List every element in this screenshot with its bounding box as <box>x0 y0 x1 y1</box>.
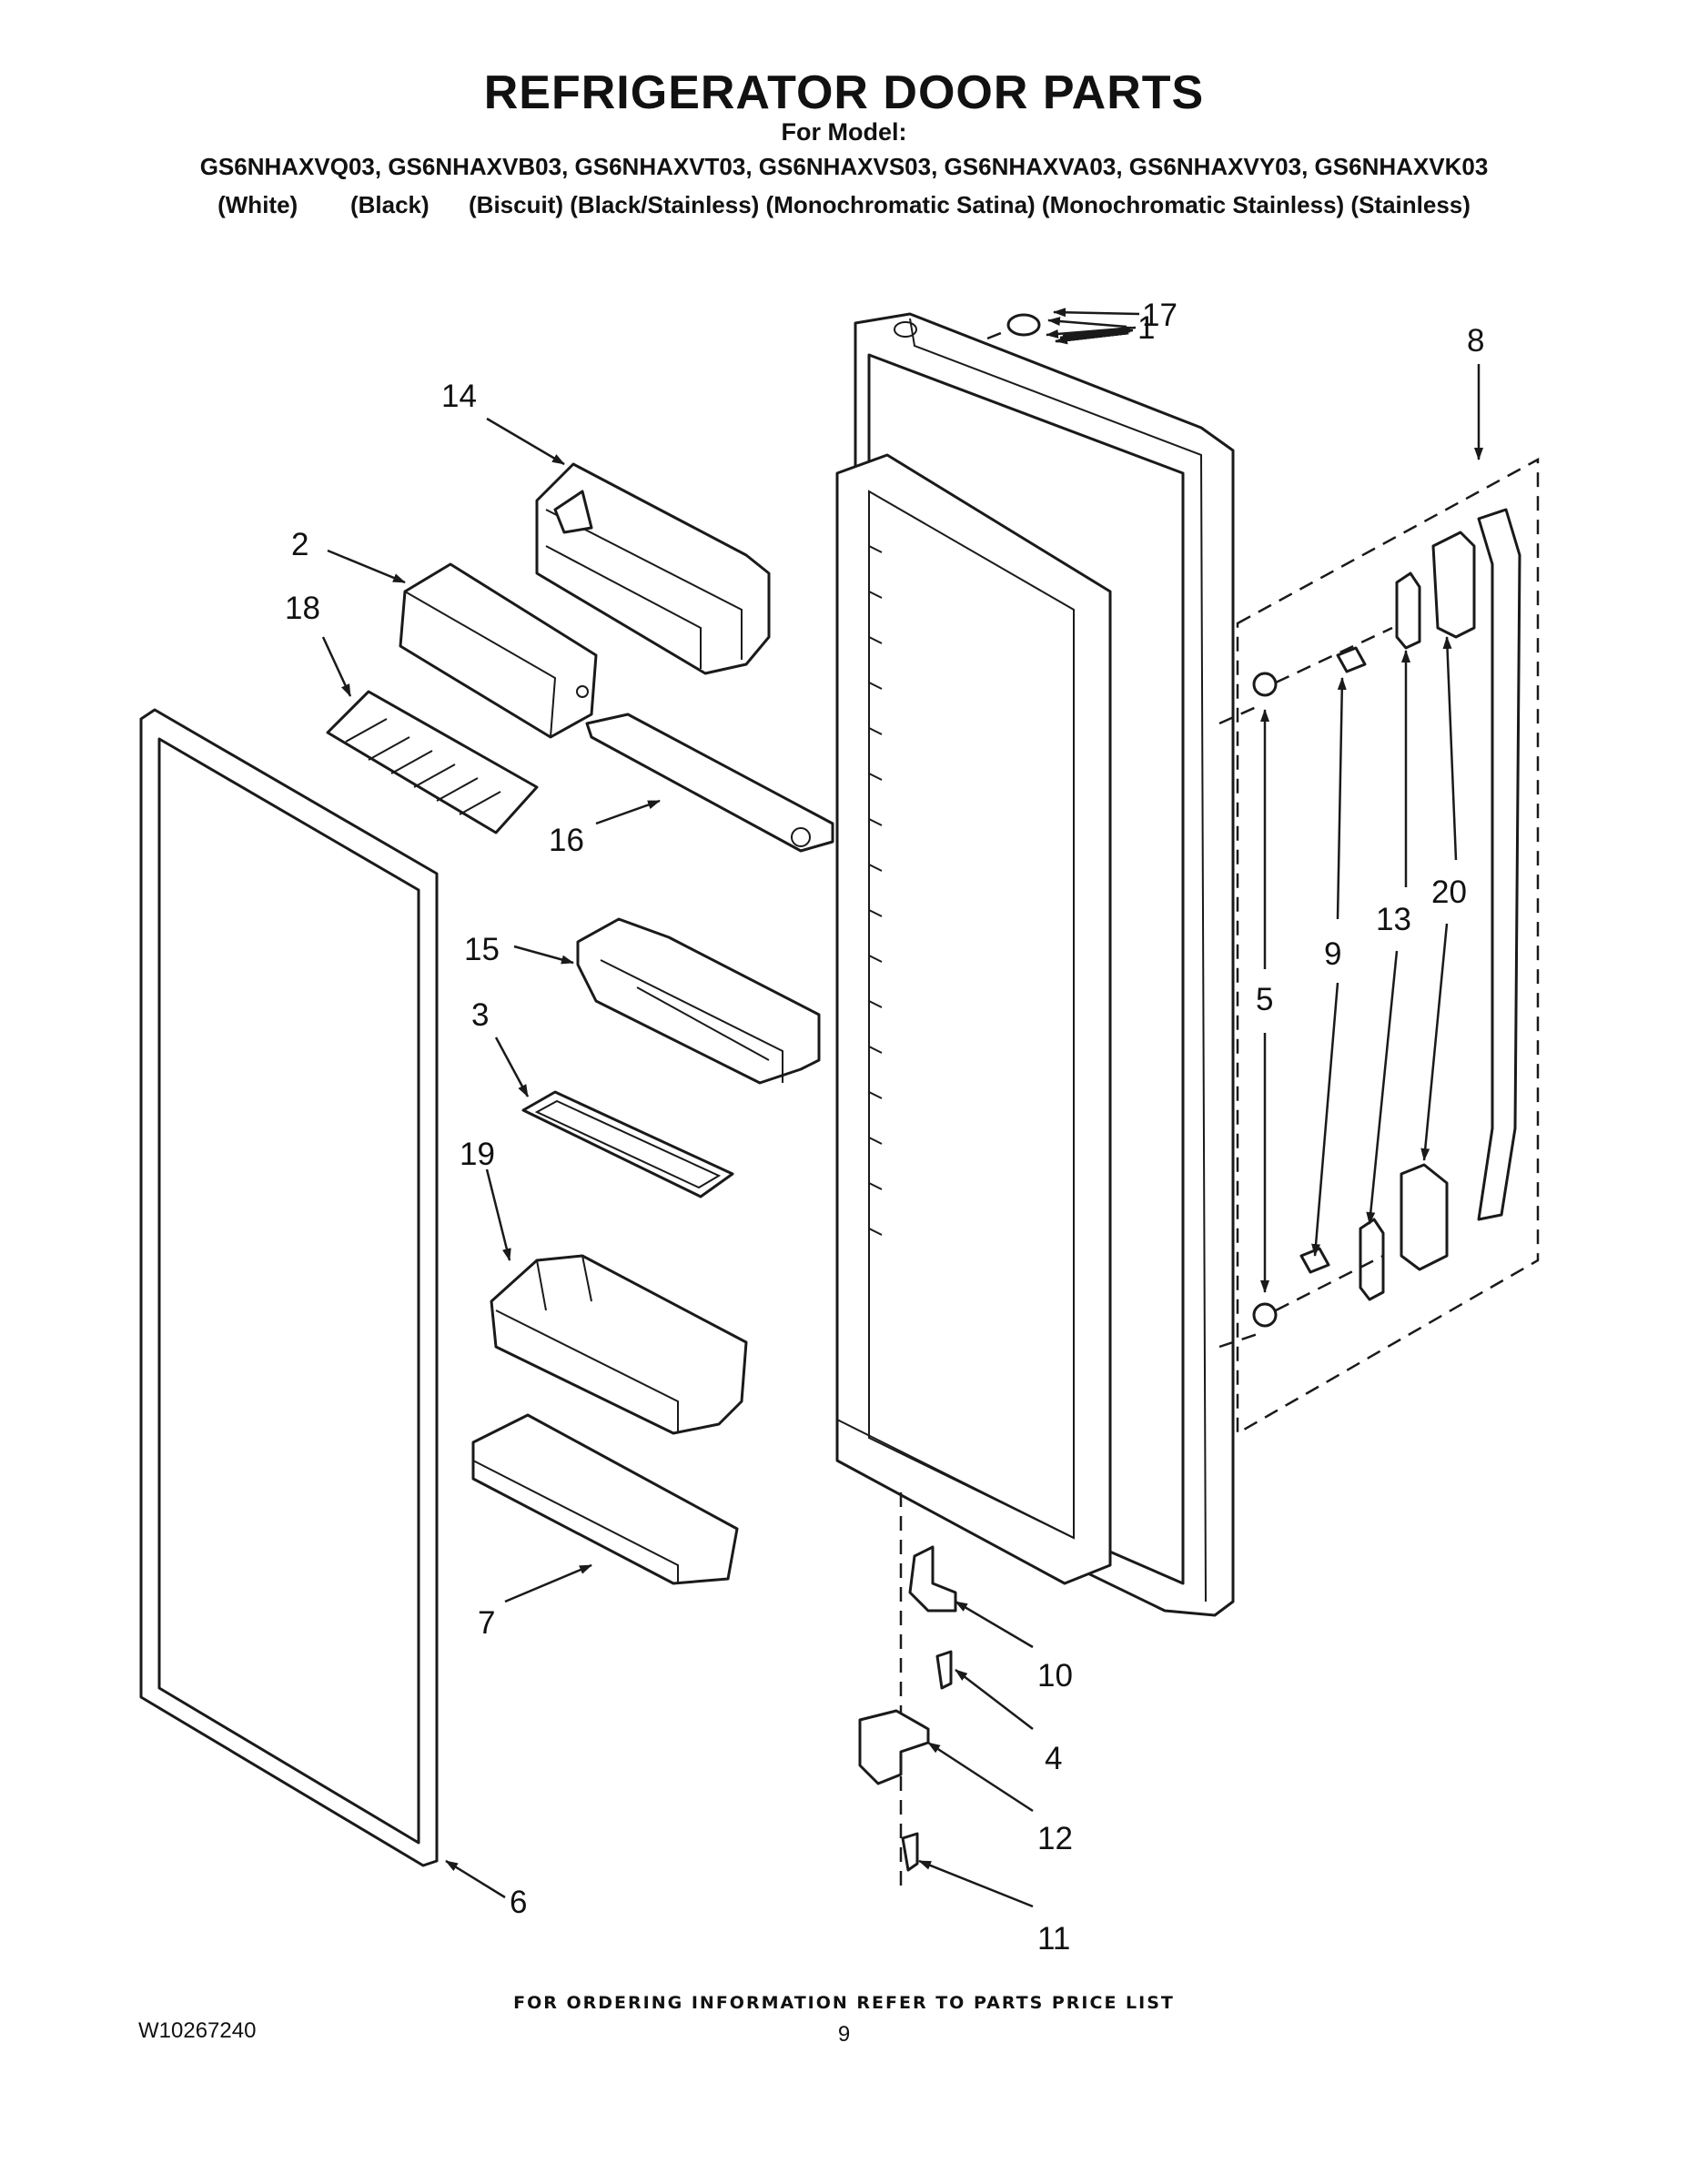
dairy-door-drawing <box>399 562 598 739</box>
refrigerator-door-drawing <box>835 312 1235 1617</box>
hinge-bracket-drawing <box>858 1709 930 1785</box>
callout-5: 5 <box>1256 982 1273 1017</box>
page-number: 9 <box>837 2022 851 2047</box>
callout-6: 6 <box>510 1885 527 1920</box>
door-gasket-drawing <box>139 708 439 1867</box>
door-rail-drawing <box>471 1413 739 1585</box>
callout-19: 19 <box>460 1137 495 1172</box>
model-subtitle: For Model: <box>781 118 907 146</box>
door-bin-drawing <box>576 917 821 1085</box>
callout-20: 20 <box>1431 875 1467 910</box>
cap-plug-drawing <box>1006 313 1041 337</box>
callout-18: 18 <box>285 591 320 626</box>
standoff-drawing <box>1252 672 1278 1328</box>
shelf-rail-drawing <box>585 713 834 853</box>
callout-12: 12 <box>1037 1821 1073 1856</box>
callout-2: 2 <box>291 527 308 562</box>
hinge-screw-drawing <box>935 1650 953 1690</box>
leader-lines <box>321 308 1483 1908</box>
callout-9: 9 <box>1324 936 1341 972</box>
hinge-pin-drawing <box>908 1545 957 1613</box>
callout-16: 16 <box>549 823 584 858</box>
callout-14: 14 <box>441 379 477 414</box>
callout-11: 11 <box>1037 1921 1070 1956</box>
mounting-clip-drawing <box>1359 571 1421 1301</box>
model-numbers: GS6NHAXVQ03, GS6NHAXVB03, GS6NHAXVT03, G… <box>199 153 1489 180</box>
callout-4: 4 <box>1045 1741 1062 1776</box>
ordering-note: FOR ORDERING INFORMATION REFER TO PARTS … <box>513 1993 1175 2013</box>
door-handle-drawing <box>1400 508 1521 1271</box>
handle-assembly-box <box>1236 457 1540 1436</box>
callout-7: 7 <box>478 1605 495 1641</box>
callout-8: 8 <box>1467 323 1484 359</box>
callout-10: 10 <box>1037 1658 1073 1694</box>
model-colors: (White) (Black) (Biscuit) (Black/Stainle… <box>217 191 1471 218</box>
handle-screw-drawing <box>1299 646 1367 1274</box>
callout-17: 17 <box>1142 298 1178 333</box>
bottom-screw-drawing <box>901 1832 919 1872</box>
callout-1: 1 <box>1137 310 1155 346</box>
dairy-door-bin-drawing <box>535 462 771 675</box>
page-title: REFRIGERATOR DOOR PARTS <box>483 66 1205 119</box>
document-number: W10267240 <box>138 2018 257 2043</box>
egg-tray-drawing <box>326 690 539 834</box>
callout-15: 15 <box>464 932 500 967</box>
callout-13: 13 <box>1376 902 1411 937</box>
bin-insert-drawing <box>521 1090 734 1198</box>
gallon-bin-drawing <box>490 1254 748 1435</box>
callout-3: 3 <box>471 997 489 1033</box>
